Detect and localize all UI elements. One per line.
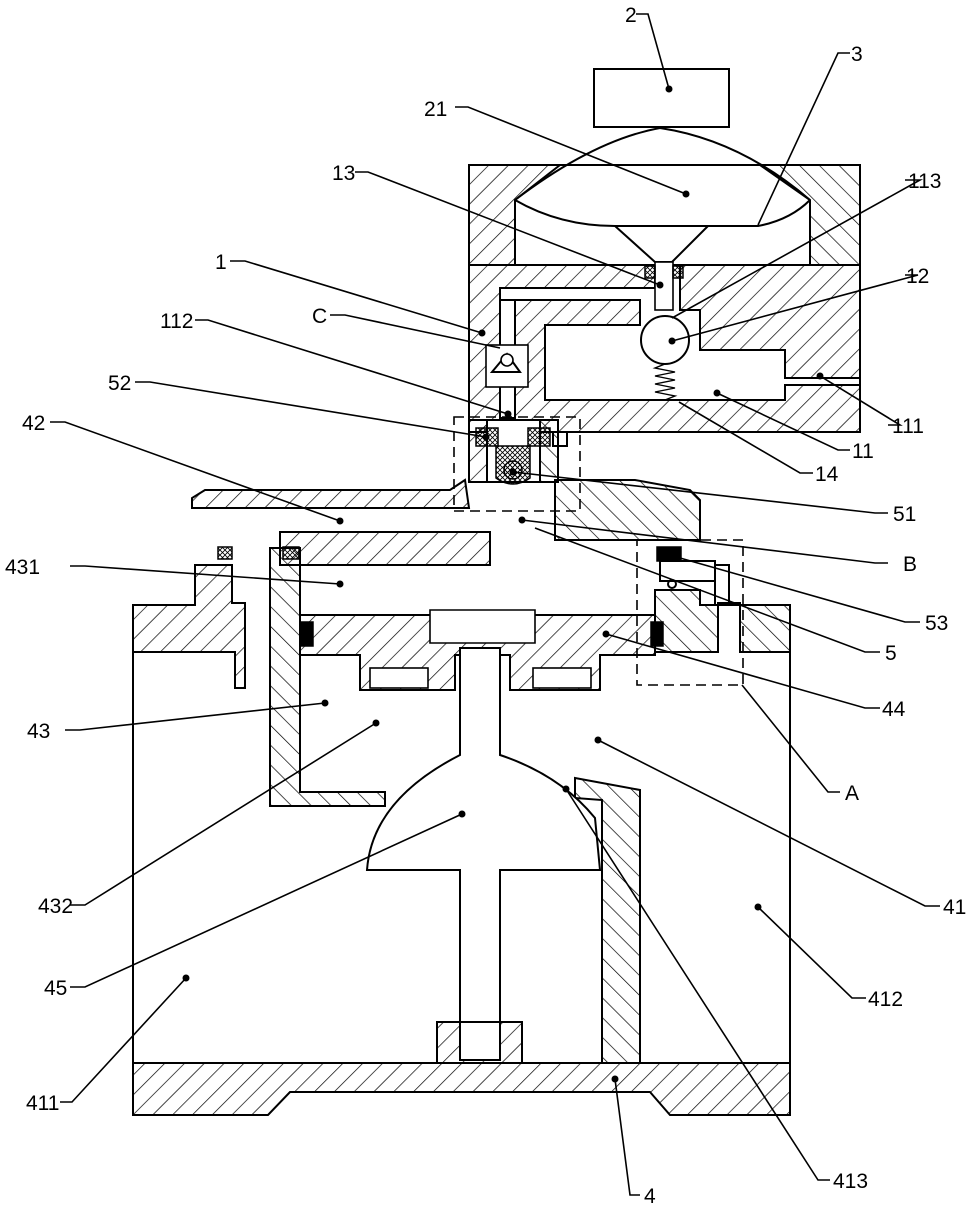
label-11: 11 xyxy=(852,440,874,463)
label-44: 44 xyxy=(882,698,906,721)
label-111: 111 xyxy=(892,415,924,438)
label-432: 432 xyxy=(38,895,73,918)
label-4: 4 xyxy=(644,1185,656,1207)
label-52: 52 xyxy=(108,372,131,395)
label-112: 112 xyxy=(160,310,193,333)
label-c: C xyxy=(312,305,327,328)
label-3: 3 xyxy=(851,43,863,66)
ball-12 xyxy=(641,316,689,364)
label-a: A xyxy=(845,782,859,805)
label-45: 45 xyxy=(44,977,67,1000)
label-2: 2 xyxy=(625,4,637,27)
label-42: 42 xyxy=(22,412,45,435)
label-13: 13 xyxy=(332,162,355,185)
label-43: 43 xyxy=(27,720,50,743)
label-412: 412 xyxy=(868,988,903,1011)
label-53: 53 xyxy=(925,612,948,635)
label-431: 431 xyxy=(5,556,40,579)
component-2-box xyxy=(594,69,729,127)
label-413: 413 xyxy=(833,1170,868,1193)
label-113: 113 xyxy=(908,170,941,193)
label-14: 14 xyxy=(815,463,839,486)
valve-body-1 xyxy=(469,262,860,432)
label-21: 21 xyxy=(424,98,447,121)
diaphragm-housing xyxy=(469,128,860,265)
label-12: 12 xyxy=(906,265,929,288)
label-41: 41 xyxy=(943,896,966,919)
label-5: 5 xyxy=(885,642,897,665)
label-411: 411 xyxy=(26,1092,59,1115)
label-51: 51 xyxy=(893,503,916,526)
plunger-45 xyxy=(367,648,600,1060)
label-b: B xyxy=(903,553,917,576)
label-1: 1 xyxy=(215,251,227,274)
